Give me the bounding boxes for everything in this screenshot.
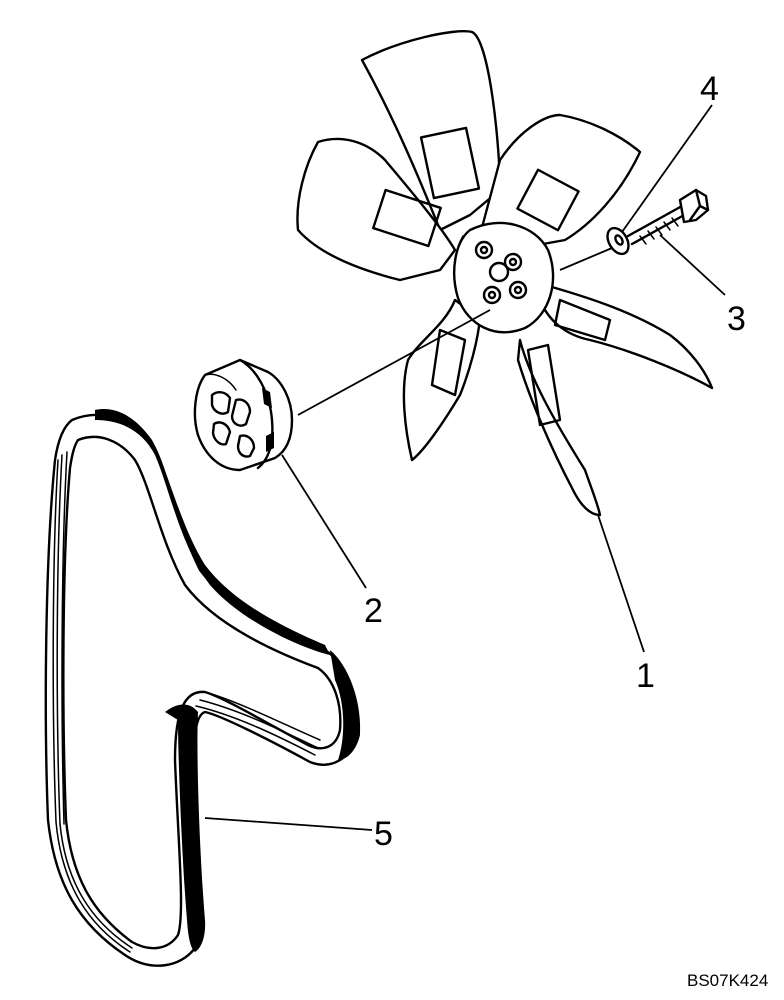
fan-hub [453, 221, 555, 334]
bolt-part [626, 188, 710, 246]
fan-blade-left [296, 137, 457, 282]
fan-blade-top [360, 30, 502, 232]
callout-5: 5 [374, 815, 393, 853]
leader-line-1 [597, 514, 645, 653]
leader-lines [204, 104, 726, 831]
washer-part [606, 226, 630, 256]
belt-part [44, 409, 361, 967]
spacer-part [193, 358, 294, 472]
leader-line-4b [559, 247, 613, 271]
leader-line-2b [297, 309, 491, 416]
fan-blade-lower-left [402, 298, 482, 462]
figure-id: BS07K424 [687, 971, 768, 990]
leader-line-5 [204, 817, 373, 831]
callout-4: 4 [700, 70, 719, 108]
leader-line-2 [281, 454, 367, 589]
callout-3: 3 [727, 300, 746, 338]
leader-line-3 [659, 234, 726, 296]
leader-line-4 [621, 104, 713, 233]
fan-blade-bottom [516, 338, 602, 517]
fan-assembly [296, 30, 714, 517]
fan-blade-lower-right [538, 283, 714, 390]
callout-1: 1 [636, 657, 655, 695]
callout-2: 2 [364, 592, 383, 630]
